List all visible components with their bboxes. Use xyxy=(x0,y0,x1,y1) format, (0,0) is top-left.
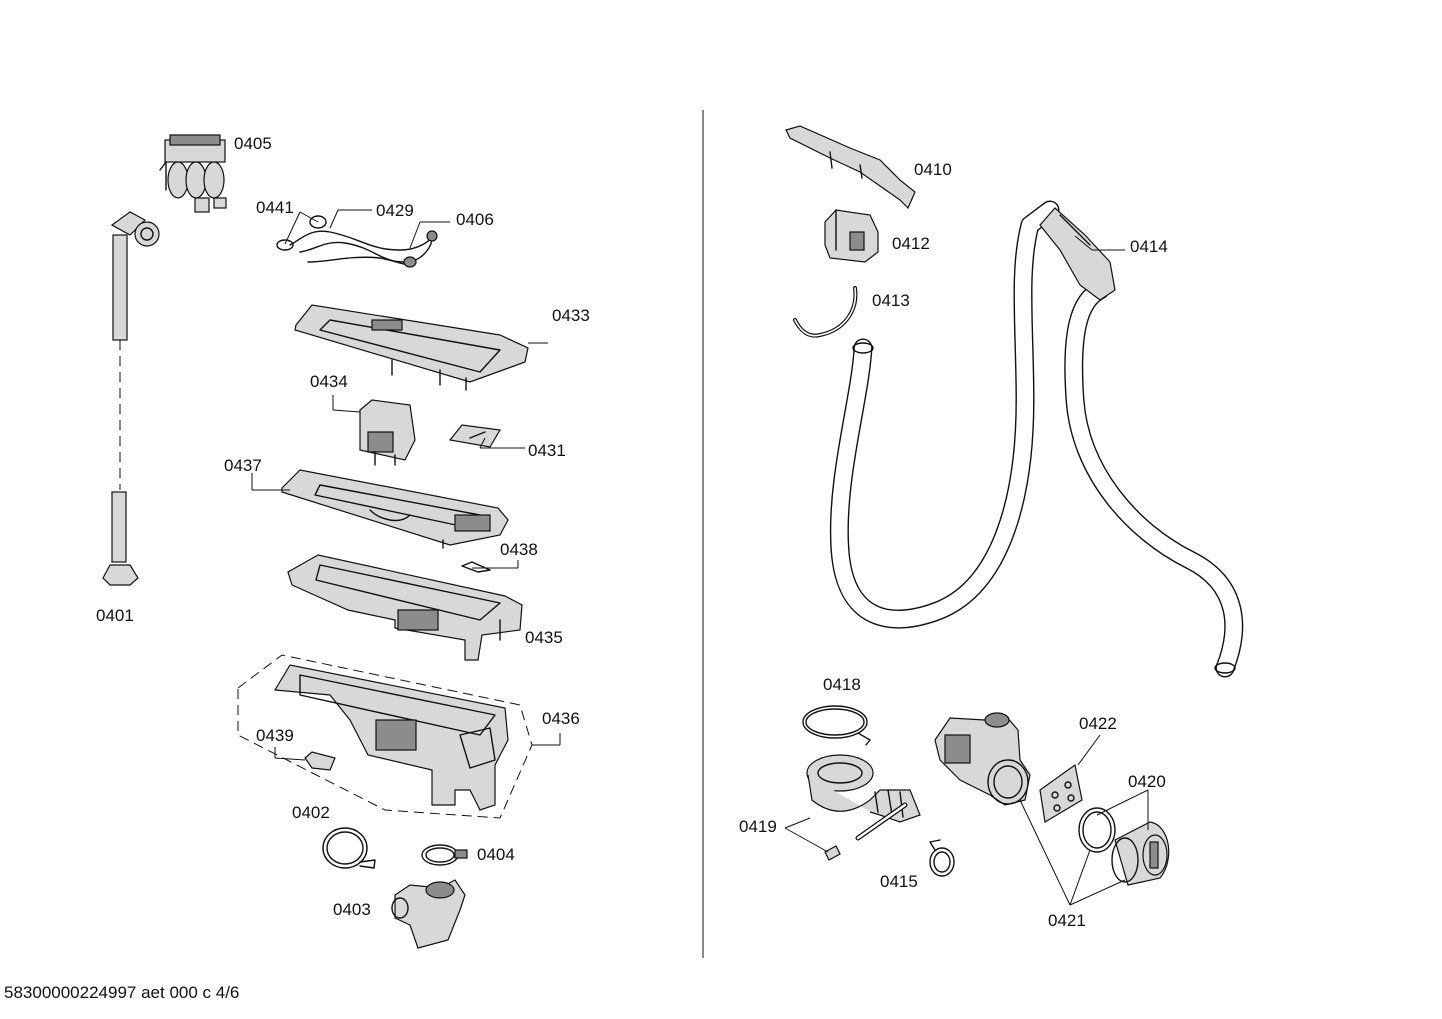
label-0418: 0418 xyxy=(823,675,861,694)
part-0410-harness-drawing xyxy=(785,125,916,210)
label-0434: 0434 xyxy=(310,372,348,391)
label-0405: 0405 xyxy=(234,134,272,153)
part-0437-tray-drawing xyxy=(281,469,509,549)
part-0403-elbow-drawing xyxy=(391,879,466,949)
label-0403: 0403 xyxy=(333,900,371,919)
label-0410: 0410 xyxy=(914,160,952,179)
part-0420-filter-drawing xyxy=(1078,807,1170,886)
label-0412: 0412 xyxy=(892,234,930,253)
label-0422: 0422 xyxy=(1079,714,1117,733)
label-0404: 0404 xyxy=(477,845,515,864)
part-0439-nozzle-drawing xyxy=(304,751,336,771)
document-footer-code: 58300000224997 aet 000 c 4/6 xyxy=(4,983,240,1002)
part-0435-drawer-housing-drawing xyxy=(287,554,523,661)
label-0435: 0435 xyxy=(525,628,563,647)
part-0418-clamp-drawing xyxy=(802,705,871,746)
part-0422-plate-drawing xyxy=(1039,763,1083,823)
label-0419: 0419 xyxy=(739,817,777,836)
part-0405-valve-drawing xyxy=(159,134,227,213)
leader-lines-right xyxy=(784,235,1149,906)
label-0413: 0413 xyxy=(872,291,910,310)
part-0431-flap-drawing xyxy=(448,424,501,448)
label-0437: 0437 xyxy=(224,456,262,475)
label-0406: 0406 xyxy=(456,210,494,229)
part-0402-clamp-drawing xyxy=(322,827,376,869)
label-0415: 0415 xyxy=(880,872,918,891)
label-0441: 0441 xyxy=(256,198,294,217)
label-0433: 0433 xyxy=(552,306,590,325)
label-0438: 0438 xyxy=(500,540,538,559)
label-0429: 0429 xyxy=(376,201,414,220)
label-0401: 0401 xyxy=(96,606,134,625)
part-pump-assembly-drawing xyxy=(934,712,1031,806)
label-0420: 0420 xyxy=(1128,772,1166,791)
part-0401-inlet-pipe-drawing xyxy=(102,211,160,586)
label-0414: 0414 xyxy=(1130,237,1168,256)
part-0413-hose-drawing xyxy=(793,286,858,338)
part-0404-clamp-drawing xyxy=(421,844,468,866)
label-0439: 0439 xyxy=(256,726,294,745)
leader-lines-left xyxy=(251,209,561,761)
part-0429-hose-drawing xyxy=(276,215,438,268)
part-0436-detergent-drawer-drawing xyxy=(237,654,533,819)
part-0434-valve-block-drawing xyxy=(359,399,416,466)
part-0412-pressure-switch-drawing xyxy=(824,209,879,263)
label-0436: 0436 xyxy=(542,709,580,728)
part-0414-drain-hose-drawing xyxy=(829,200,1244,678)
part-0415-clamp-drawing xyxy=(929,839,955,877)
label-0402: 0402 xyxy=(292,803,330,822)
part-0433-tray-drawing xyxy=(294,304,529,391)
label-0431: 0431 xyxy=(528,441,566,460)
part-0438-clip-drawing xyxy=(461,561,491,573)
part-0419-sump-hose-drawing xyxy=(806,754,921,861)
label-0421: 0421 xyxy=(1048,911,1086,930)
